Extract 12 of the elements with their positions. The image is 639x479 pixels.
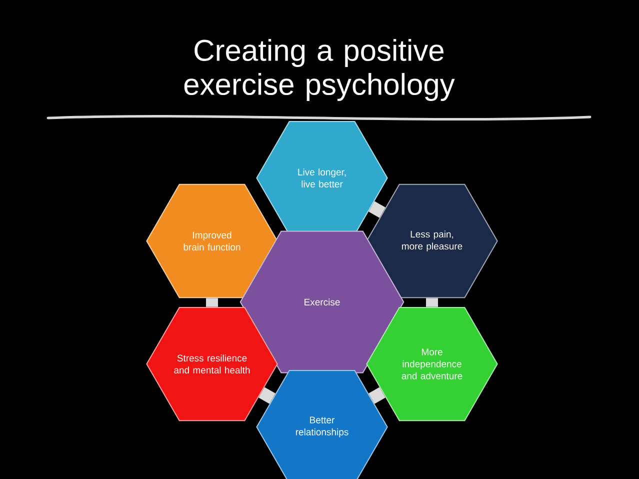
hexagon: Better relationships [256,370,388,479]
connector-bar [368,387,386,404]
connector-bar [426,298,438,307]
connector-bar [206,298,218,307]
hexagon: Less pain, more pleasure [366,184,498,298]
hexagon: More independence and adventure [366,306,498,422]
hexagon: Live longer, live better [256,120,388,236]
title: Creating a positive exercise psychology [184,39,455,101]
hexagon: Stress resilience and mental health [146,306,278,422]
hexagon: Improved brain function [146,184,278,298]
connector-bar [368,201,386,218]
connector-bar [258,387,276,404]
